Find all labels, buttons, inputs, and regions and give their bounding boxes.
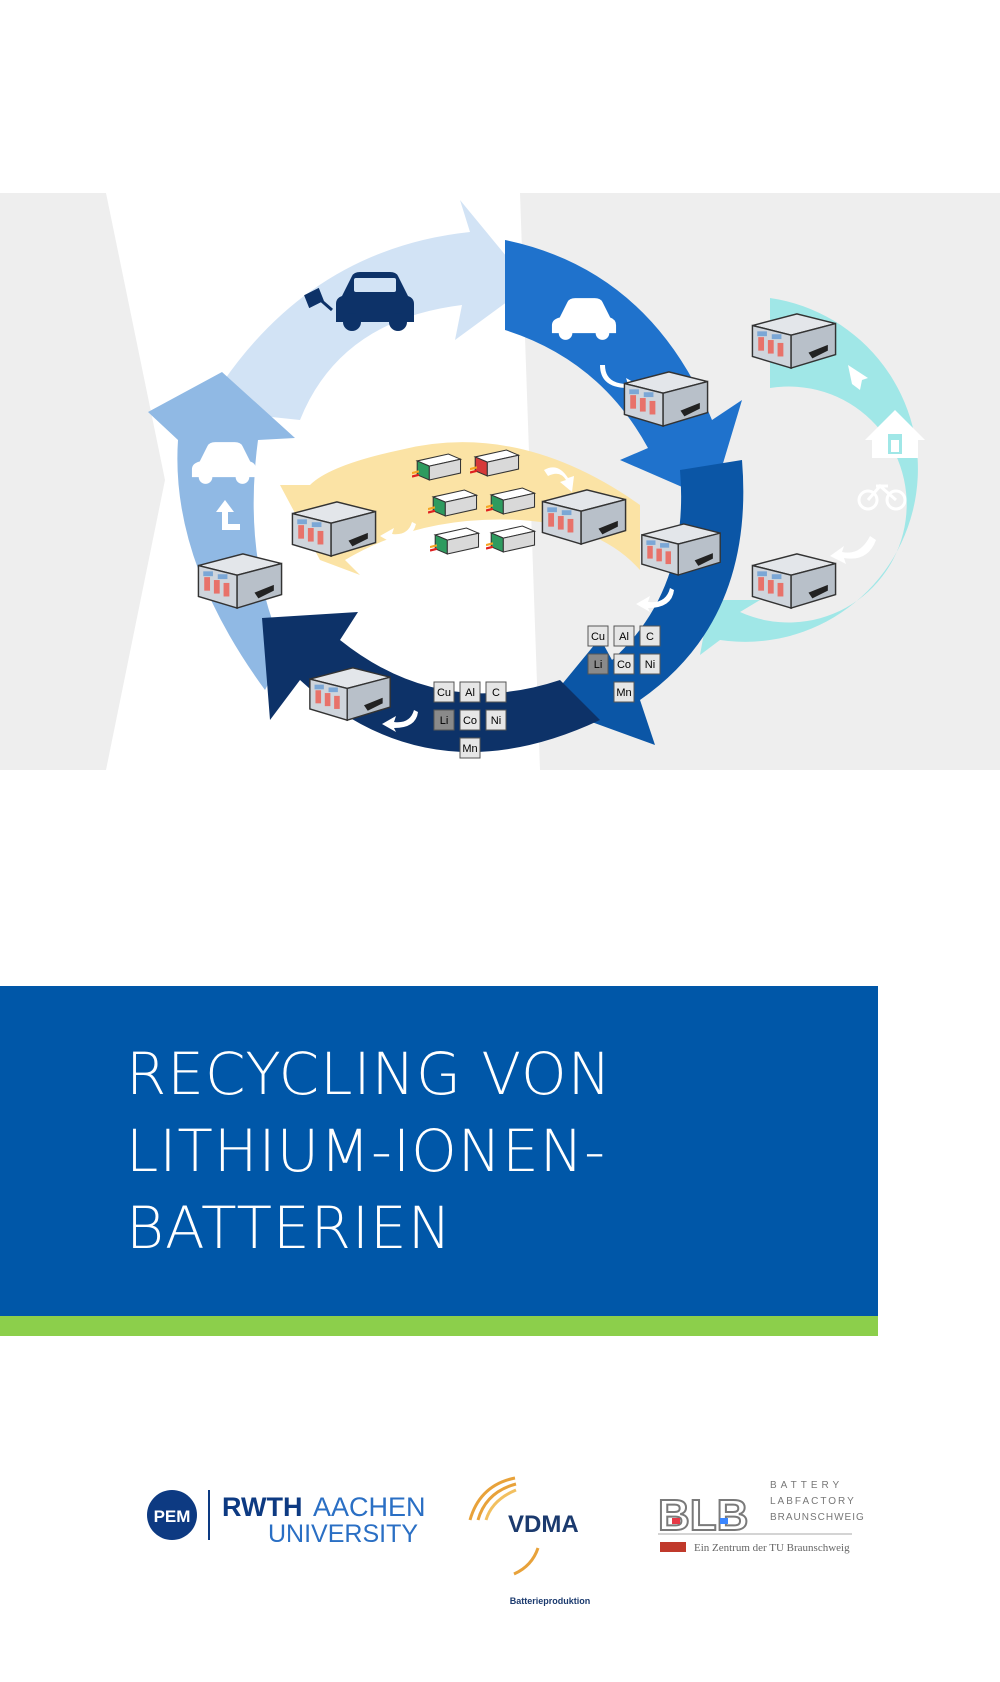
svg-text:Cu: Cu (437, 687, 451, 699)
svg-text:C: C (492, 687, 500, 699)
svg-text:Mn: Mn (462, 743, 477, 755)
partner-logos: PEM RWTH AACHEN UNIVERSITY VDMA Batterie… (147, 1476, 865, 1606)
electric-car-icon (304, 272, 414, 331)
arrow-icon (216, 500, 240, 530)
reuse-arrow (148, 372, 295, 690)
svg-text:AACHEN: AACHEN (313, 1492, 426, 1522)
document-title: RECYCLING VON LITHIUM-IONEN- BATTERIEN (126, 1036, 826, 1267)
vdma-logo: VDMA Batterieproduktion (468, 1476, 591, 1606)
svg-text:Ni: Ni (645, 659, 655, 671)
svg-text:Cu: Cu (591, 631, 605, 643)
svg-text:Co: Co (463, 715, 477, 727)
element-tiles-bottom: Cu Al C Li Co Ni Mn (433, 681, 507, 759)
arrow-icon (848, 365, 868, 390)
svg-text:Li: Li (594, 659, 603, 671)
blb-logo: BLB BATTERY LABFACTORY BRAUNSCHWEIG Ein … (657, 1480, 865, 1554)
svg-text:PEM: PEM (154, 1507, 191, 1526)
battery-lifecycle-diagram: Cu Al C Li Co Ni Mn Cu Al C Li Co Ni Mn (106, 193, 925, 770)
arrow-icon (380, 522, 416, 544)
svg-text:Mn: Mn (616, 687, 631, 699)
svg-text:C: C (646, 631, 654, 643)
svg-text:UNIVERSITY: UNIVERSITY (268, 1520, 418, 1548)
svg-text:Li: Li (440, 715, 449, 727)
svg-text:BATTERY: BATTERY (770, 1480, 843, 1491)
svg-text:RWTH: RWTH (222, 1492, 303, 1522)
svg-text:BLB: BLB (658, 1491, 748, 1540)
title-line: LITHIUM-IONEN- (126, 1117, 607, 1185)
svg-text:BRAUNSCHWEIG: BRAUNSCHWEIG (770, 1512, 865, 1523)
arrow-icon (830, 536, 876, 564)
svg-text:Batterieproduktion: Batterieproduktion (510, 1596, 591, 1606)
title-line: BATTERIEN (126, 1194, 453, 1262)
arrow-icon (382, 710, 418, 732)
title-line: RECYCLING VON (126, 1040, 613, 1108)
svg-text:Ni: Ni (491, 715, 501, 727)
svg-text:Co: Co (617, 659, 631, 671)
e-bike-icon (857, 483, 907, 511)
collection-arrow (505, 240, 742, 500)
title-band (0, 986, 878, 1316)
accent-bar (0, 1316, 878, 1336)
pem-rwth-logo: PEM RWTH AACHEN UNIVERSITY (147, 1490, 426, 1548)
svg-text:Al: Al (619, 631, 629, 643)
arrow-icon (636, 588, 674, 612)
home-battery-icon (865, 410, 925, 458)
battery-pack-icon (751, 553, 837, 609)
arrow-icon (544, 467, 574, 492)
second-life-ring (700, 298, 918, 655)
svg-text:LABFACTORY: LABFACTORY (770, 1496, 856, 1507)
svg-text:Ein Zentrum der TU Braunschwei: Ein Zentrum der TU Braunschweig (694, 1542, 850, 1554)
svg-text:Al: Al (465, 687, 475, 699)
element-tiles-right: Cu Al C Li Co Ni Mn (587, 625, 661, 703)
material-recovery-arrow (262, 612, 600, 752)
svg-text:VDMA: VDMA (508, 1511, 579, 1538)
